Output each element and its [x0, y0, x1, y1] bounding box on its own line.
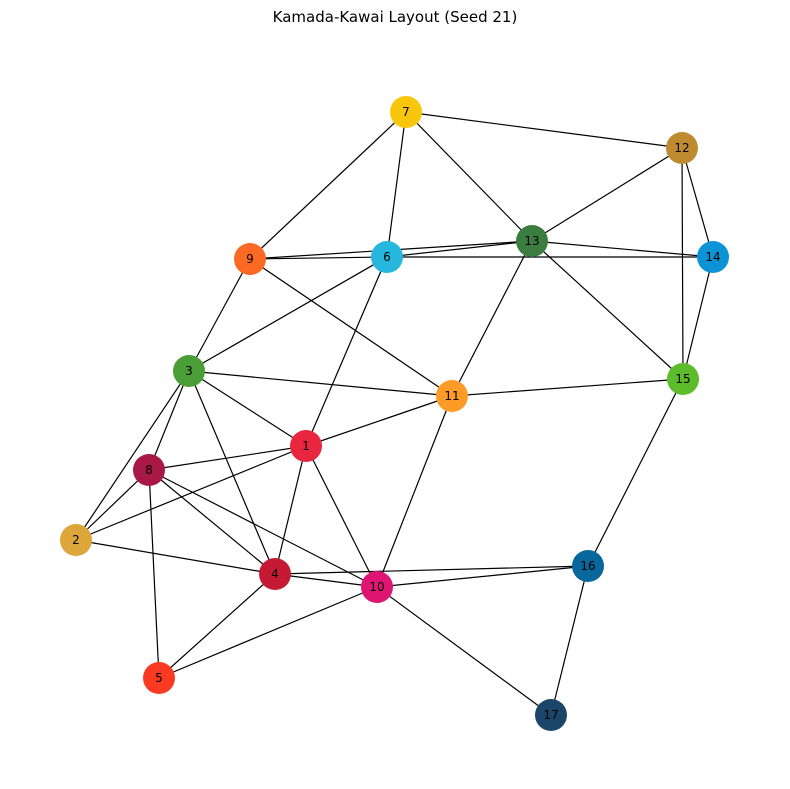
node-label-16: 16 — [580, 559, 595, 573]
edge-13-11 — [451, 240, 533, 397]
node-circle-14 — [697, 241, 729, 273]
edge-16-17 — [550, 565, 589, 716]
node-circle-17 — [535, 699, 567, 731]
edge-10-16 — [376, 565, 589, 588]
node-label-14: 14 — [705, 250, 720, 264]
node-circle-16 — [572, 550, 604, 582]
edge-13-15 — [531, 240, 684, 380]
node-6: 6 — [371, 241, 403, 273]
node-label-17: 17 — [543, 708, 558, 722]
edge-13-14 — [531, 240, 714, 258]
node-label-15: 15 — [675, 372, 690, 386]
edge-12-14 — [681, 147, 714, 258]
edge-8-5 — [148, 469, 160, 679]
node-label-4: 4 — [271, 567, 279, 581]
edge-11-10 — [376, 395, 453, 588]
edge-13-6 — [386, 240, 533, 258]
node-7: 7 — [390, 96, 422, 128]
edge-6-1 — [305, 256, 388, 447]
node-8: 8 — [133, 454, 165, 486]
node-circle-7 — [390, 96, 422, 128]
edge-3-2 — [75, 370, 190, 541]
node-circle-13 — [516, 225, 548, 257]
edge-9-6 — [249, 256, 388, 260]
edge-3-8 — [148, 370, 190, 471]
edge-9-11 — [249, 258, 453, 397]
node-circle-12 — [666, 132, 698, 164]
node-label-12: 12 — [674, 141, 689, 155]
edge-1-10 — [305, 445, 378, 588]
node-label-1: 1 — [302, 439, 310, 453]
edge-8-2 — [75, 469, 150, 541]
edge-6-3 — [188, 256, 388, 372]
edge-2-4 — [75, 539, 276, 575]
node-2: 2 — [60, 524, 92, 556]
edge-11-15 — [451, 378, 684, 397]
node-circle-9 — [234, 243, 266, 275]
node-label-2: 2 — [72, 533, 80, 547]
edge-3-4 — [188, 370, 276, 575]
node-label-3: 3 — [185, 364, 193, 378]
edge-4-10 — [274, 573, 378, 588]
node-label-11: 11 — [444, 389, 459, 403]
node-12: 12 — [666, 132, 698, 164]
edge-14-15 — [682, 256, 714, 380]
node-circle-2 — [60, 524, 92, 556]
node-3: 3 — [173, 355, 205, 387]
node-circle-10 — [361, 571, 393, 603]
node-circle-8 — [133, 454, 165, 486]
node-circle-5 — [143, 662, 175, 694]
node-17: 17 — [535, 699, 567, 731]
edge-3-11 — [188, 370, 453, 397]
node-circle-1 — [290, 430, 322, 462]
edge-12-13 — [531, 147, 683, 242]
edge-10-17 — [376, 586, 552, 716]
edge-1-2 — [75, 445, 307, 541]
edge-12-15 — [681, 147, 684, 380]
node-label-6: 6 — [383, 250, 391, 264]
edge-4-16 — [274, 565, 589, 575]
node-16: 16 — [572, 550, 604, 582]
edge-7-9 — [249, 111, 407, 260]
node-circle-4 — [259, 558, 291, 590]
graph-title: Kamada-Kawai Layout (Seed 21) — [273, 8, 518, 26]
node-4: 4 — [259, 558, 291, 590]
node-13: 13 — [516, 225, 548, 257]
node-11: 11 — [436, 380, 468, 412]
node-5: 5 — [143, 662, 175, 694]
edge-7-12 — [405, 111, 683, 149]
edge-15-16 — [587, 378, 684, 567]
edge-7-13 — [405, 111, 533, 242]
edge-4-5 — [158, 573, 276, 679]
node-14: 14 — [697, 241, 729, 273]
node-label-9: 9 — [246, 252, 254, 266]
edges-layer — [75, 111, 714, 716]
edge-9-3 — [188, 258, 251, 372]
edge-8-4 — [148, 469, 276, 575]
edge-3-1 — [188, 370, 307, 447]
node-9: 9 — [234, 243, 266, 275]
node-label-7: 7 — [402, 105, 410, 119]
node-15: 15 — [667, 363, 699, 395]
node-label-8: 8 — [145, 463, 153, 477]
node-label-5: 5 — [155, 671, 163, 685]
node-circle-3 — [173, 355, 205, 387]
node-1: 1 — [290, 430, 322, 462]
node-circle-11 — [436, 380, 468, 412]
edge-7-6 — [386, 111, 407, 258]
node-label-13: 13 — [524, 234, 539, 248]
node-label-10: 10 — [369, 580, 384, 594]
edge-8-10 — [148, 469, 378, 588]
node-10: 10 — [361, 571, 393, 603]
node-circle-6 — [371, 241, 403, 273]
edge-1-8 — [148, 445, 307, 471]
edge-10-5 — [158, 586, 378, 679]
edge-11-1 — [305, 395, 453, 447]
node-circle-15 — [667, 363, 699, 395]
edge-1-4 — [274, 445, 307, 575]
